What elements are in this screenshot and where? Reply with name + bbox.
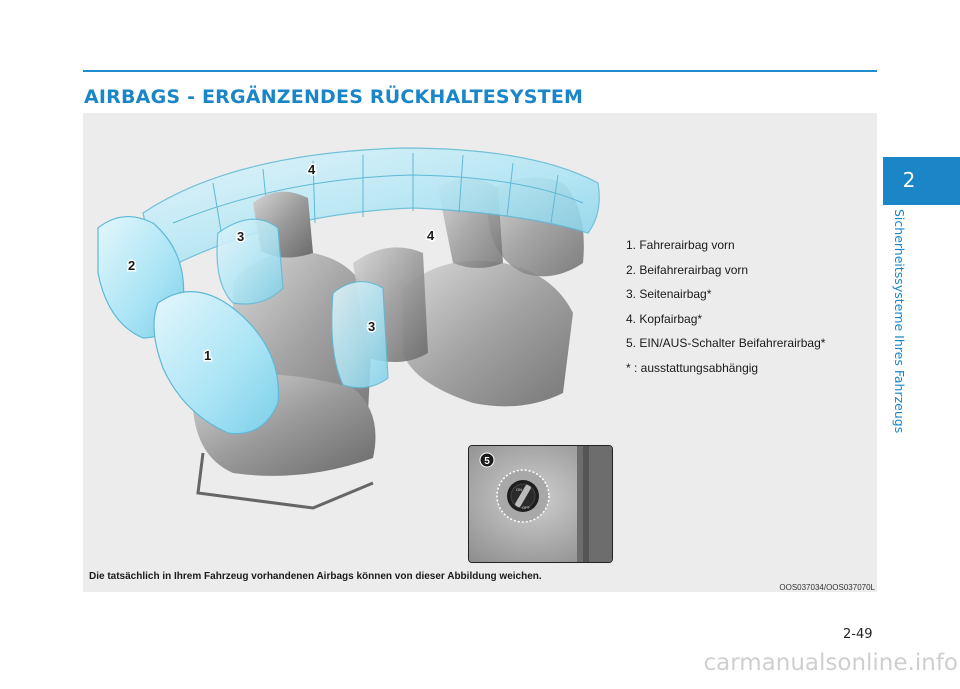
airbag-figure: 1 1 2 2 3 3 3 3 4 4 4 4 1. Fahrerairbag …	[83, 113, 877, 592]
page-number: 2-49	[843, 627, 873, 642]
svg-text:OFF: OFF	[522, 505, 531, 510]
callout-2: 2	[128, 258, 135, 273]
svg-text:2: 2	[128, 258, 135, 273]
callout-5: 5	[484, 456, 490, 467]
callout-3-front: 3	[237, 229, 244, 244]
driver-airbag	[153, 291, 280, 435]
section-title: AIRBAGS - ERGÄNZENDES RÜCKHALTESYSTEM	[84, 86, 584, 108]
svg-text:ON: ON	[516, 487, 522, 492]
chapter-title-vertical: Sicherheitssysteme Ihres Fahrzeugs	[892, 209, 917, 445]
legend-footnote: * : ausstattungsabhängig	[626, 360, 759, 375]
svg-text:3: 3	[368, 319, 375, 334]
airbag-illustration: 1 1 2 2 3 3 3 3 4 4 4 4	[97, 147, 600, 510]
side-airbag-front	[216, 218, 284, 305]
legend-item-2: 2. Beifahrerairbag vorn	[626, 262, 749, 277]
airbag-switch-inset: ON OFF 5	[468, 445, 613, 563]
top-rule	[83, 70, 877, 72]
chapter-tab: 2	[883, 157, 960, 205]
chapter-title: Sicherheitssysteme Ihres Fahrzeugs	[892, 209, 907, 434]
svg-text:1: 1	[204, 348, 211, 363]
legend-item-3: 3. Seitenairbag*	[626, 287, 712, 301]
figure-caption: Die tatsächlich in Ihrem Fahrzeug vorhan…	[89, 571, 542, 582]
legend-item-4: 4. Kopfairbag*	[626, 311, 703, 326]
image-code: OOS037034/OOS037070L	[779, 583, 875, 592]
legend-item-1: 1. Fahrerairbag vorn	[626, 238, 735, 252]
legend-item-5: 5. EIN/AUS-Schalter Beifahrerairbag*	[626, 336, 826, 350]
callout-4-rear: 4	[427, 228, 435, 243]
airbag-legend: 1. Fahrerairbag vorn 2. Beifahrerairbag …	[626, 233, 825, 380]
svg-text:4: 4	[308, 162, 316, 177]
svg-text:3: 3	[237, 229, 244, 244]
callout-4-front: 4	[308, 162, 316, 177]
side-airbag-rear	[331, 281, 389, 389]
svg-text:4: 4	[427, 228, 435, 243]
chapter-number: 2	[902, 168, 916, 192]
airbag-switch-illustration: ON OFF 5	[469, 446, 612, 562]
callout-1: 1	[204, 348, 211, 363]
callout-3-rear: 3	[368, 319, 375, 334]
footer-watermark: carmanualsonline.info	[703, 650, 958, 676]
